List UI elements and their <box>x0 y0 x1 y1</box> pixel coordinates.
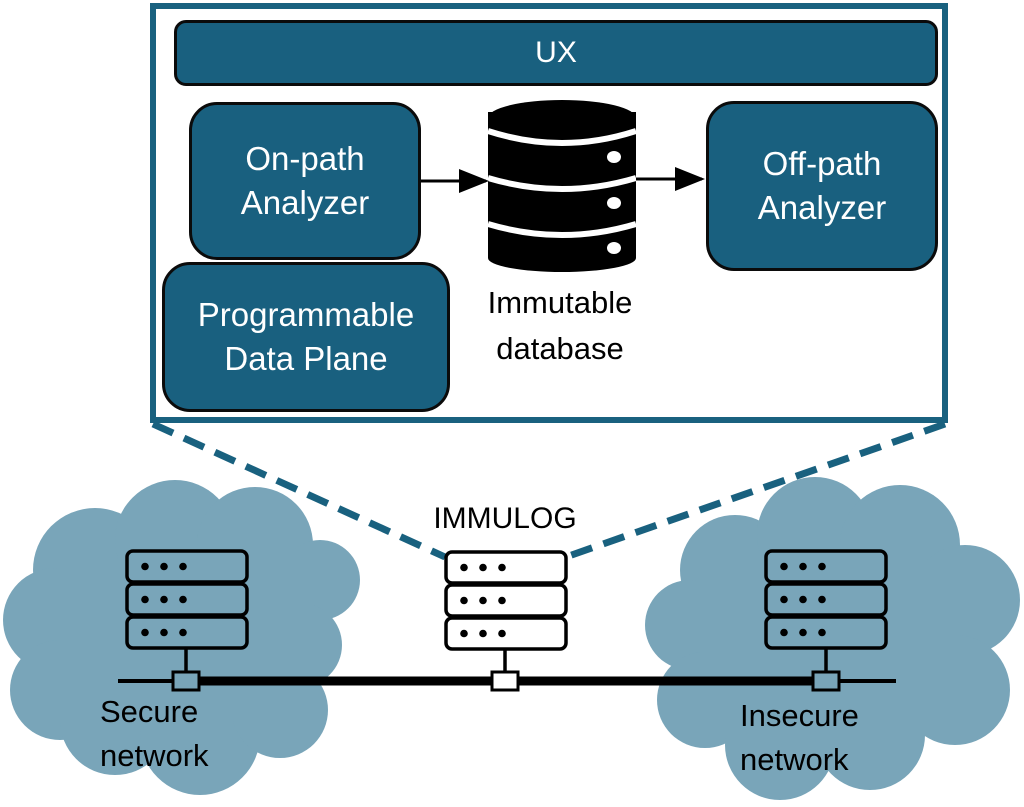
insecure-network-label: Insecure network <box>740 694 920 782</box>
off-path-analyzer-box: Off-path Analyzer <box>706 101 938 271</box>
secure-network-label: Secure network <box>100 690 270 778</box>
insecure-network-tap <box>811 670 841 692</box>
insecure-server-icon <box>764 549 888 692</box>
immulog-network-tap <box>490 670 520 692</box>
secure-network-label-line1: Secure <box>100 694 199 729</box>
secure-server-icon <box>125 549 249 692</box>
programmable-data-plane-label-line1: Programmable <box>197 296 415 333</box>
secure-network-label-line2: network <box>100 738 209 773</box>
insecure-network-cloud <box>645 477 1020 800</box>
insecure-network-label-line2: network <box>740 742 849 777</box>
on-path-analyzer-label-line2: Analyzer <box>240 184 370 221</box>
programmable-data-plane-box: Programmable Data Plane <box>162 262 450 412</box>
secure-network-tap <box>171 670 201 692</box>
off-path-analyzer-label-line2: Analyzer <box>757 189 887 226</box>
immulog-server-icon <box>444 550 568 692</box>
on-path-analyzer-label-line1: On-path <box>245 140 365 177</box>
immutable-database-label: Immutable database <box>440 280 680 372</box>
programmable-data-plane-label-line2: Data Plane <box>224 340 388 377</box>
insecure-network-label-line1: Insecure <box>740 698 859 733</box>
ux-box: UX <box>174 20 938 86</box>
immutable-database-label-line1: Immutable <box>487 285 633 320</box>
secure-network-cloud <box>3 480 360 795</box>
on-path-analyzer-box: On-path Analyzer <box>189 102 421 260</box>
zoom-line-left <box>151 420 447 561</box>
ux-label: UX <box>535 36 577 69</box>
immulog-label: IMMULOG <box>433 502 577 535</box>
off-path-analyzer-label-line1: Off-path <box>762 145 882 182</box>
immutable-database-label-line2: database <box>496 331 624 366</box>
